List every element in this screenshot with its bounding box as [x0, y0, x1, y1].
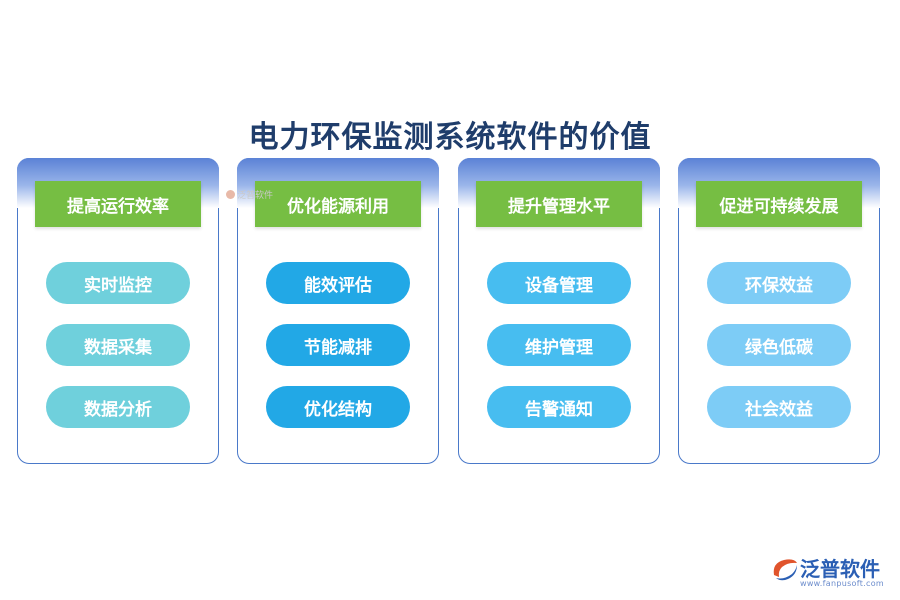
column-item: 社会效益	[707, 386, 851, 428]
fanpu-logo-icon	[773, 559, 797, 581]
column-item: 维护管理	[487, 324, 631, 366]
column-card-sustainability: 促进可持续发展 环保效益 绿色低碳 社会效益	[678, 158, 880, 464]
brand-logo: 泛普软件 www.fanpusoft.com	[770, 553, 894, 593]
column-card-energy: 优化能源利用 能效评估 节能减排 优化结构	[237, 158, 439, 464]
watermark-small: 泛普软件	[226, 188, 273, 201]
column-item: 数据采集	[46, 324, 190, 366]
column-header: 提高运行效率	[35, 181, 201, 227]
column-item: 节能减排	[266, 324, 410, 366]
column-header: 促进可持续发展	[696, 181, 862, 227]
column-item: 优化结构	[266, 386, 410, 428]
column-item: 绿色低碳	[707, 324, 851, 366]
column-card-efficiency: 提高运行效率 实时监控 数据采集 数据分析	[17, 158, 219, 464]
column-item: 数据分析	[46, 386, 190, 428]
column-item: 实时监控	[46, 262, 190, 304]
logo-name: 泛普软件	[800, 557, 880, 581]
column-item: 能效评估	[266, 262, 410, 304]
column-item: 告警通知	[487, 386, 631, 428]
column-header: 提升管理水平	[476, 181, 642, 227]
column-card-management: 提升管理水平 设备管理 维护管理 告警通知	[458, 158, 660, 464]
watermark-text: 泛普软件	[237, 191, 274, 201]
column-item: 设备管理	[487, 262, 631, 304]
watermark-logo-icon	[226, 190, 235, 199]
column-item: 环保效益	[707, 262, 851, 304]
page-title: 电力环保监测系统软件的价值	[248, 120, 652, 155]
column-header: 优化能源利用	[255, 181, 421, 227]
logo-url: www.fanpusoft.com	[800, 579, 884, 588]
